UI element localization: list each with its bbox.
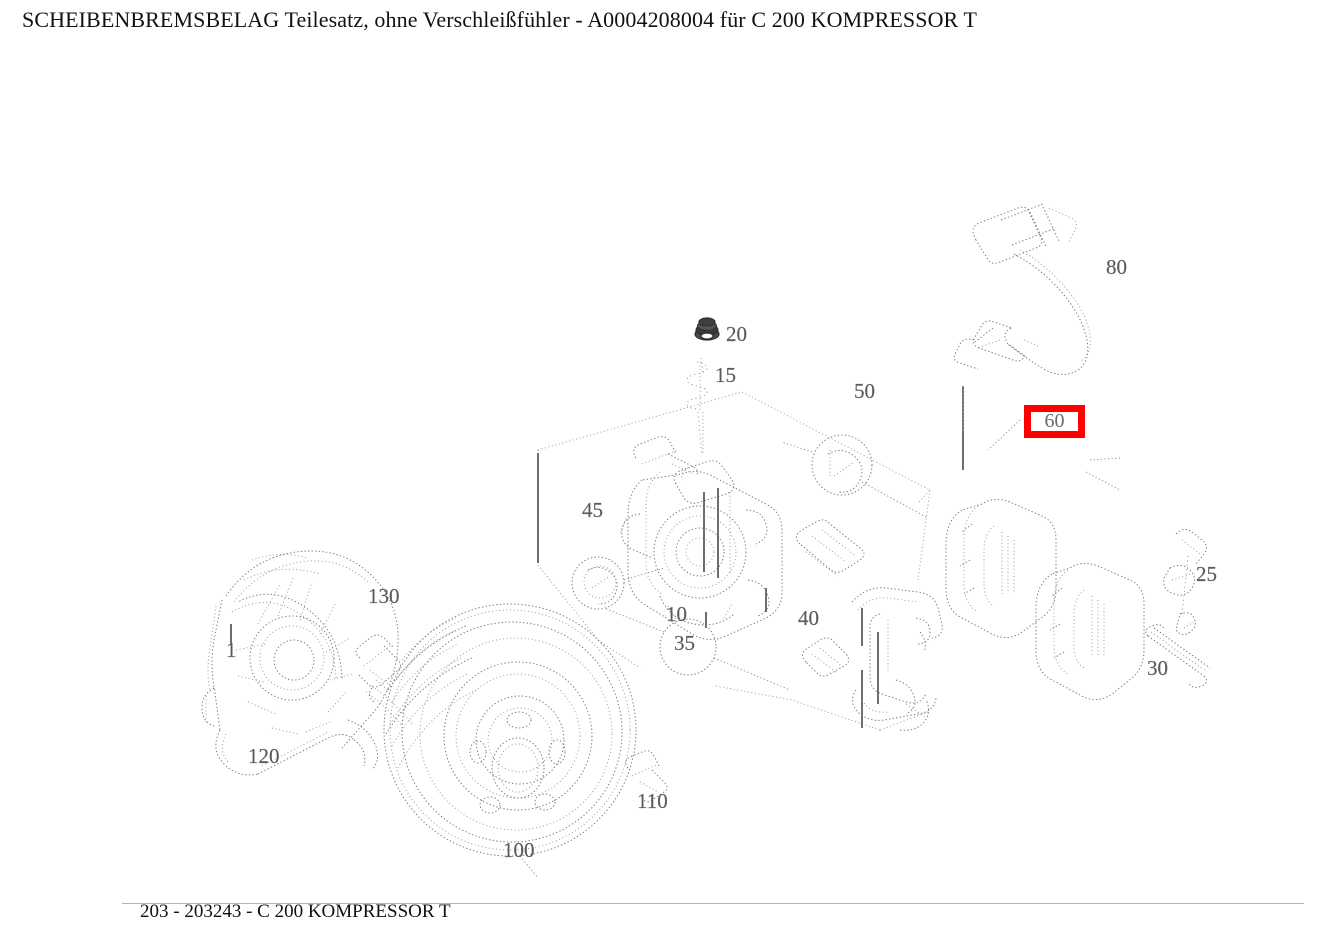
callout-label-80: 80: [1106, 255, 1127, 279]
exploded-diagram-canvas: .ln { fill:none; stroke:#7a7a7a; stroke-…: [0, 40, 1326, 890]
callout-label-50: 50: [854, 379, 875, 403]
part-50-fastener: [781, 434, 929, 519]
callout-label-10: 10: [666, 602, 687, 626]
part-80-wear-sensor: [953, 203, 1091, 375]
callout-label-25: 25: [1196, 562, 1217, 586]
part-40-caliper-carrier: [802, 587, 943, 731]
part-100-brake-disc: [383, 603, 637, 879]
part-upper-left-fastener: [633, 436, 698, 477]
page-title: SCHEIBENBREMSBELAG Teilesatz, ohne Versc…: [22, 7, 978, 32]
part-20-bleeder-screw: [694, 317, 720, 341]
part-45-fastener: [571, 556, 665, 610]
part-right-fastener: [796, 519, 865, 577]
part-60-brake-pads: [945, 386, 1145, 700]
highlight-box-60[interactable]: 60: [1024, 405, 1085, 438]
callout-label-130: 130: [368, 584, 400, 608]
footer-text: 203 - 203243 - C 200 KOMPRESSOR T: [140, 901, 451, 922]
callout-label-100: 100: [503, 838, 535, 862]
callout-label-20: 20: [726, 322, 747, 346]
callout-label-45: 45: [582, 498, 603, 522]
callout-label-110: 110: [637, 789, 668, 813]
reference-frame: [537, 391, 931, 731]
callout-label-1: 1: [226, 638, 237, 662]
callout-label-120: 120: [248, 744, 280, 768]
callout-label-60: 60: [1044, 410, 1065, 432]
hub-detail: [365, 685, 413, 727]
callout-label-30: 30: [1147, 656, 1168, 680]
callout-label-35: 35: [674, 631, 695, 655]
part-130-bolt: [355, 634, 402, 703]
part-15-guide-pin: [686, 357, 708, 457]
part-35-fastener: [603, 607, 791, 691]
callout-label-15: 15: [715, 363, 736, 387]
part-30-retaining-pin: [1145, 624, 1211, 688]
callout-label-40: 40: [798, 606, 819, 630]
footer-divider: [122, 903, 1304, 904]
part-120-steering-knuckle: [201, 550, 399, 776]
part-25-guide-bolt: [1163, 528, 1208, 636]
part-10-brake-caliper: [619, 460, 783, 640]
part-110-screw: [625, 750, 668, 803]
